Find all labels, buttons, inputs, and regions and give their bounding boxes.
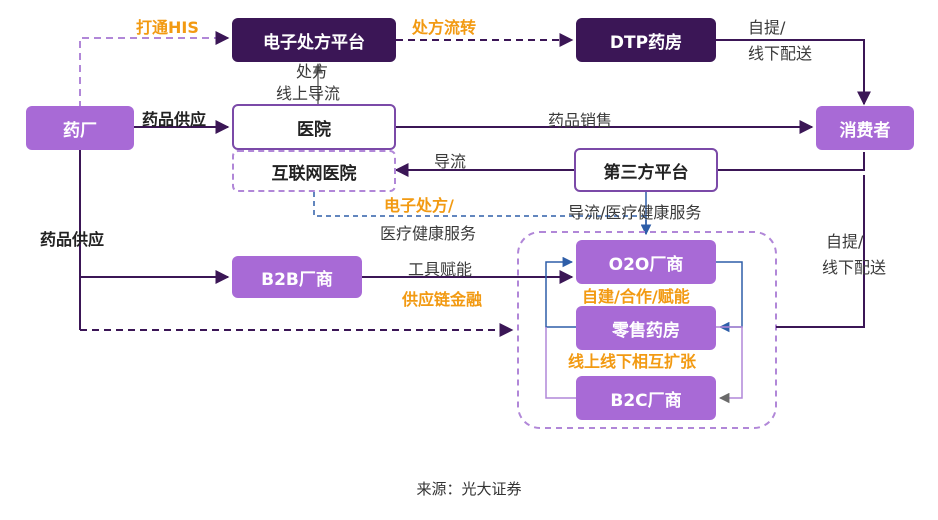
label-online-offline-expansion: 线上线下相互扩张 [568,352,697,371]
label-e-prescription-orange: 电子处方/ [384,196,454,215]
label-self-build-cooperate: 自建/合作/赋能 [582,287,690,306]
edge-retail-group-to-consumer [776,175,865,328]
node-e-prescription-platform[interactable]: 电子处方平台 [232,18,396,62]
node-retail-pharmacy[interactable]: 零售药房 [576,306,716,350]
node-b2c-vendor[interactable]: B2C厂商 [576,376,716,420]
node-pharma-factory[interactable]: 药厂 [26,106,134,150]
label-supply-chain-finance: 供应链金融 [402,290,483,309]
label-health-service: 医疗健康服务 [380,224,477,243]
edge-o2o-to-retail-loop [716,261,743,333]
source-caption: 来源：光大证券 [416,480,522,498]
node-b2b-vendor[interactable]: B2B厂商 [232,256,362,298]
label-tool-empowerment: 工具赋能 [408,260,473,279]
label-self-pickup-top-2: 线下配送 [748,44,813,63]
node-internet-hospital[interactable]: 互联网医院 [232,150,396,192]
edge-thirdparty-to-consumer [718,152,865,171]
edge-retail-to-o2o-loop [545,256,576,328]
retail-group-border [517,231,777,429]
label-guide: 导流 [434,152,467,171]
edge-b2c-to-retail-loop [545,327,576,399]
label-self-pickup-bottom-1: 自提/ [826,232,864,251]
label-self-pickup-top-1: 自提/ [748,18,786,37]
edge-factory-to-eprescription [79,31,230,108]
label-drug-sales: 药品销售 [548,111,613,130]
label-online-guide: 线上导流 [276,84,341,103]
label-connect-his: 打通HIS [136,18,199,37]
label-drug-supply-left: 药品供应 [40,230,105,249]
node-dtp-pharmacy[interactable]: DTP药房 [576,18,716,62]
label-prescription-flow: 处方流转 [412,18,477,37]
label-guide-health-service: 导流/医疗健康服务 [568,203,702,222]
label-self-pickup-bottom-2: 线下配送 [822,258,887,277]
label-drug-supply-top: 药品供应 [142,110,207,129]
label-prescription: 处方 [296,62,329,81]
edge-dtp-to-consumer [716,39,871,106]
node-third-party-platform[interactable]: 第三方平台 [574,148,718,192]
node-o2o-vendor[interactable]: O2O厂商 [576,240,716,284]
node-hospital[interactable]: 医院 [232,104,396,150]
node-consumer[interactable]: 消费者 [816,106,914,150]
edge-retail-to-b2c-loop [716,326,743,404]
